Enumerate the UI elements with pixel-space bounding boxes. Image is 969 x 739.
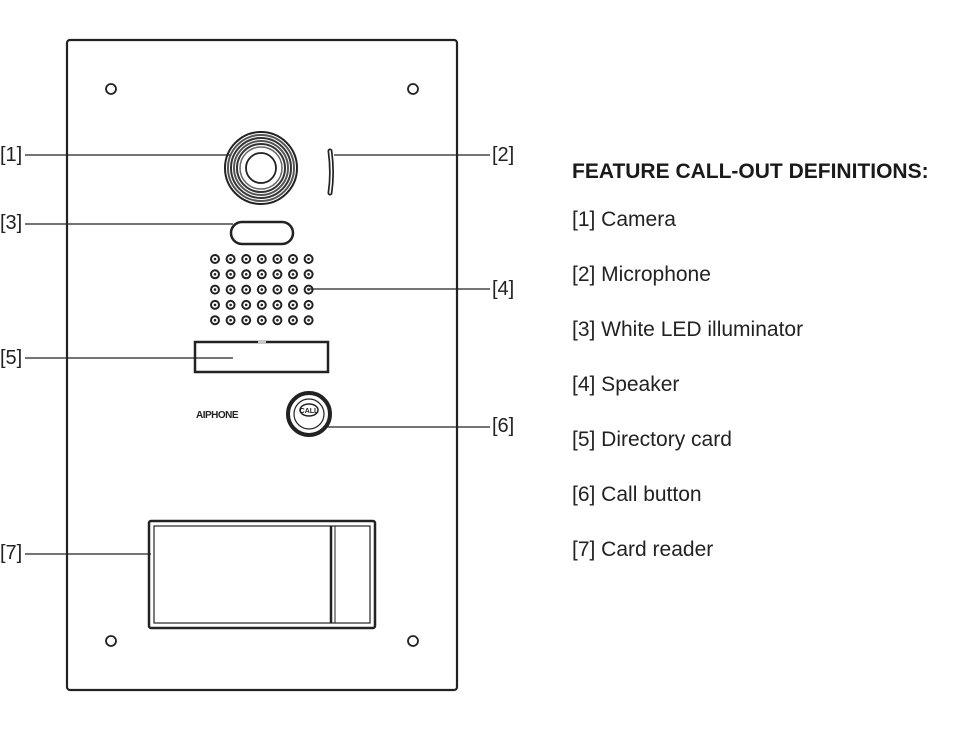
- legend-title: FEATURE CALL-OUT DEFINITIONS:: [572, 160, 929, 183]
- speaker-hole-center: [276, 288, 279, 291]
- speaker-hole-center: [244, 288, 248, 291]
- speaker-hole-center: [291, 257, 295, 261]
- speaker-hole-center: [213, 288, 217, 291]
- callout-tag-1: [1]: [0, 144, 22, 166]
- callout-tag-5: [5]: [0, 347, 22, 369]
- speaker-hole-center: [260, 273, 264, 276]
- speaker-hole-center: [291, 318, 295, 322]
- callout-tag-2: [2]: [492, 144, 514, 166]
- led-illuminator: [229, 220, 295, 246]
- legend-item-call-button: [6] Call button: [572, 483, 702, 506]
- feature-legend: FEATURE CALL-OUT DEFINITIONS: [1] Camera…: [572, 160, 967, 593]
- call-button-label: CALL: [300, 408, 319, 415]
- speaker-hole-center: [260, 318, 264, 322]
- legend-item-speaker: [4] Speaker: [572, 373, 680, 396]
- callout-tag-3: [3]: [0, 212, 22, 234]
- speaker-hole-center: [244, 273, 248, 276]
- speaker-hole-center: [307, 303, 310, 307]
- speaker-hole-center: [260, 257, 264, 261]
- speaker-hole-center: [307, 318, 310, 322]
- directory-card: [193, 340, 330, 374]
- speaker-hole-center: [260, 288, 264, 291]
- speaker-hole-center: [213, 257, 217, 261]
- speaker-hole-center: [229, 273, 232, 276]
- screw-hole-top-right: [407, 83, 419, 95]
- speaker-hole-center: [276, 318, 279, 322]
- legend-item-directory-card: [5] Directory card: [572, 428, 732, 451]
- speaker-hole-center: [260, 303, 264, 307]
- speaker-hole-center: [213, 303, 217, 307]
- legend-item-led-illuminator: [3] White LED illuminator: [572, 318, 804, 341]
- speaker-hole-center: [307, 273, 310, 276]
- card-reader: [147, 519, 377, 630]
- speaker-hole-center: [276, 303, 279, 307]
- speaker-hole-center: [213, 273, 217, 276]
- speaker-hole-center: [229, 288, 232, 291]
- screw-hole-top-left: [105, 83, 117, 95]
- legend-item-card-reader: [7] Card reader: [572, 538, 714, 561]
- speaker-hole-center: [276, 257, 279, 261]
- speaker-hole-center: [307, 257, 310, 261]
- speaker-hole-center: [291, 273, 295, 276]
- callout-tag-7: [7]: [0, 542, 22, 564]
- callout-tag-4: [4]: [492, 278, 514, 300]
- camera: [224, 131, 298, 205]
- call-button: CALL: [286, 391, 332, 437]
- speaker-hole-center: [244, 318, 248, 322]
- speaker-hole-center: [213, 318, 217, 322]
- speaker-hole-center: [244, 257, 248, 261]
- speaker-hole-center: [276, 273, 279, 276]
- legend-item-camera: [1] Camera: [572, 208, 676, 231]
- screw-hole-bottom-left: [105, 635, 117, 647]
- speaker-hole-center: [291, 303, 295, 307]
- speaker-hole-center: [291, 288, 295, 291]
- screw-hole-bottom-right: [407, 635, 419, 647]
- speaker-hole-center: [229, 303, 232, 307]
- legend-item-microphone: [2] Microphone: [572, 263, 711, 286]
- speaker-hole-center: [229, 257, 232, 261]
- speaker-hole-center: [229, 318, 232, 322]
- brand-logo: AIPHONE: [196, 410, 239, 421]
- speaker-hole-center: [244, 303, 248, 307]
- callout-tag-6: [6]: [492, 415, 514, 437]
